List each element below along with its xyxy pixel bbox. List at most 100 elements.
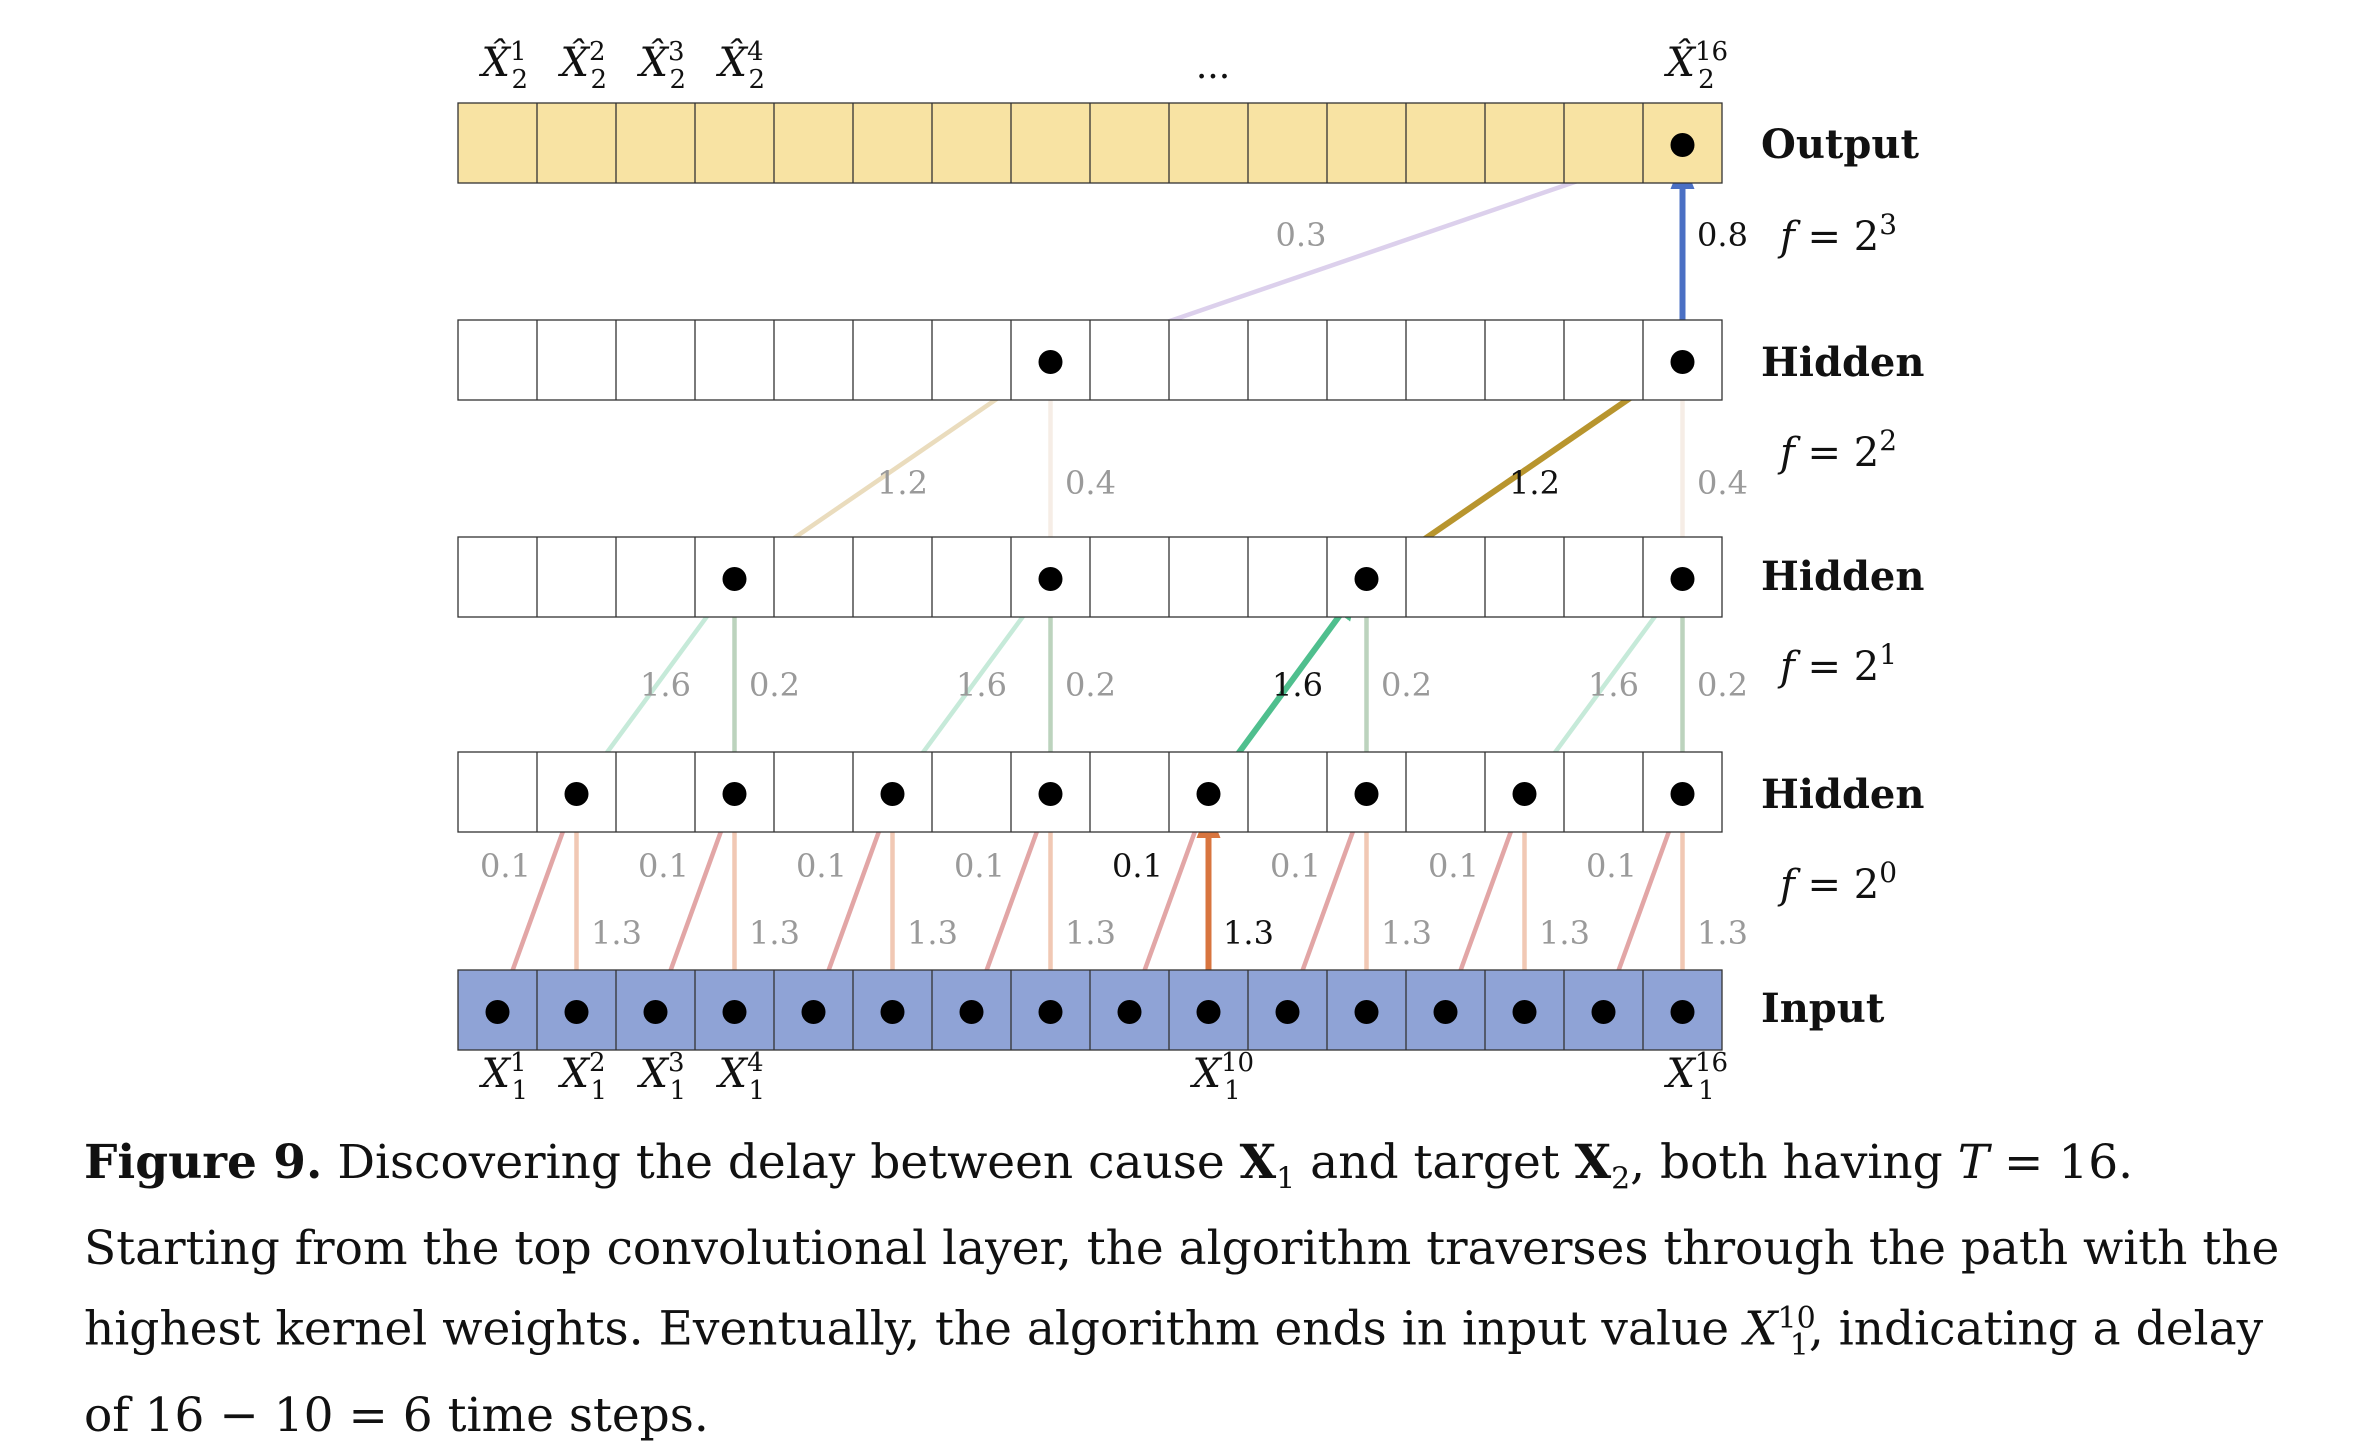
weight-label: 0.1 xyxy=(796,847,847,885)
node-l3-t16 xyxy=(1670,350,1695,374)
weight-label: 0.2 xyxy=(1697,666,1748,704)
caption-line1b: and target xyxy=(1310,1135,1560,1190)
tcn-delay-diagram: 0.1 1.3 0.1 1.3 0.1 1.3 0.1 1.3 0.1 1.3 0.1 1.3 0.1 1… xyxy=(457,37,1925,1106)
node-l2-t8 xyxy=(1038,567,1063,591)
node-l4-t16 xyxy=(1670,133,1695,157)
weight-label: 0.1 xyxy=(1428,847,1479,885)
figure-caption: Figure 9. Discovering the delay between … xyxy=(84,1128,2304,1451)
caption-line1a: Discovering the delay between cause xyxy=(337,1135,1225,1190)
weight-label: 1.3 xyxy=(1381,914,1432,952)
node-l0-t8 xyxy=(1038,1000,1063,1024)
caption-line2: the top convolutional layer, the algorit… xyxy=(84,1221,2280,1358)
weight-label: 0.1 xyxy=(1270,847,1321,885)
labels-group: 0.1 1.3 0.1 1.3 0.1 1.3 0.1 1.3 0.1 1.3 0.1 1.3 0.1 1… xyxy=(479,37,1925,1106)
figure-label: Figure 9. xyxy=(84,1135,323,1190)
caption-line1c: , both having xyxy=(1630,1135,1943,1190)
node-l0-t3 xyxy=(643,1000,668,1024)
var-x: X xyxy=(1744,1302,1778,1358)
node-l1-t8 xyxy=(1038,782,1063,806)
weight-label: 0.4 xyxy=(1697,464,1748,502)
node-l0-t10 xyxy=(1196,1000,1221,1024)
node-l0-t4 xyxy=(722,1000,747,1024)
node-l0-t14 xyxy=(1512,1000,1537,1024)
node-l0-t6 xyxy=(880,1000,905,1024)
node-l3-t8 xyxy=(1038,350,1063,374)
weight-label: 0.1 xyxy=(1586,847,1637,885)
target-sub: 2 xyxy=(1611,1161,1631,1197)
node-l2-t16 xyxy=(1670,567,1695,591)
node-l1-t4 xyxy=(722,782,747,806)
caption-line3a: Eventually, the algorithm ends in input … xyxy=(658,1302,1730,1358)
weight-label: 1.6 xyxy=(956,666,1007,704)
cause-sub: 1 xyxy=(1276,1161,1296,1197)
weight-label: 0.1 xyxy=(954,847,1005,885)
layer-label-1: Hidden xyxy=(1761,771,1924,818)
node-l0-t1 xyxy=(485,1000,510,1024)
weight-label: 1.3 xyxy=(907,914,958,952)
node-l1-t2 xyxy=(564,782,589,806)
weight-label: 0.4 xyxy=(1065,464,1116,502)
target-symbol: X xyxy=(1574,1135,1612,1190)
weight-label: 0.3 xyxy=(1276,216,1327,254)
layer-label-3: Hidden xyxy=(1761,339,1924,386)
node-l0-t12 xyxy=(1354,1000,1379,1024)
node-l1-t10 xyxy=(1196,782,1221,806)
node-l2-t4 xyxy=(722,567,747,591)
node-l0-t5 xyxy=(801,1000,826,1024)
node-l1-t6 xyxy=(880,782,905,806)
layer-label-2: Hidden xyxy=(1761,553,1924,600)
weight-label: 1.2 xyxy=(877,464,928,502)
weight-label: 0.2 xyxy=(1381,666,1432,704)
cause-symbol: X xyxy=(1239,1135,1277,1190)
weight-label: 0.2 xyxy=(1065,666,1116,704)
weight-label: 1.3 xyxy=(1223,914,1274,952)
node-l0-t15 xyxy=(1591,1000,1616,1024)
weight-label: 1.3 xyxy=(1065,914,1116,952)
weight-label: 1.3 xyxy=(1697,914,1748,952)
node-l1-t12 xyxy=(1354,782,1379,806)
node-l0-t7 xyxy=(959,1000,984,1024)
weight-label: 0.1 xyxy=(638,847,689,885)
node-l0-t11 xyxy=(1275,1000,1300,1024)
dilation-label-3: f = 23 xyxy=(1777,208,1897,260)
weight-label: 1.6 xyxy=(1272,666,1323,704)
weight-label: 1.3 xyxy=(749,914,800,952)
layer-label-4: Output xyxy=(1761,121,1919,168)
dilation-label-0: f = 20 xyxy=(1777,856,1897,908)
layer-label-0: Input xyxy=(1761,985,1885,1032)
weight-label: 0.1 xyxy=(480,847,531,885)
node-l0-t2 xyxy=(564,1000,589,1024)
dilation-label-2: f = 22 xyxy=(1777,424,1897,476)
node-l0-t13 xyxy=(1433,1000,1458,1024)
nodes-group xyxy=(485,133,1695,1024)
weight-label: 1.3 xyxy=(1539,914,1590,952)
var-x-sub: 1 xyxy=(1789,1328,1809,1364)
output-ellipsis: ... xyxy=(1196,46,1230,87)
weight-label: 0.8 xyxy=(1697,216,1748,254)
node-l2-t12 xyxy=(1354,567,1379,591)
dilation-label-1: f = 21 xyxy=(1777,638,1897,690)
weight-label: 1.2 xyxy=(1509,464,1560,502)
weight-label: 1.6 xyxy=(1588,666,1639,704)
node-l1-t16 xyxy=(1670,782,1695,806)
weight-label: 1.3 xyxy=(591,914,642,952)
node-l0-t16 xyxy=(1670,1000,1695,1024)
weight-label: 0.2 xyxy=(749,666,800,704)
layer-rows-group xyxy=(457,102,1723,1051)
node-l0-t9 xyxy=(1117,1000,1142,1024)
var-t: T xyxy=(1957,1135,1990,1190)
weight-label: 1.6 xyxy=(640,666,691,704)
weight-label: 0.1 xyxy=(1112,847,1163,885)
var-x-sup: 10 xyxy=(1777,1301,1816,1337)
